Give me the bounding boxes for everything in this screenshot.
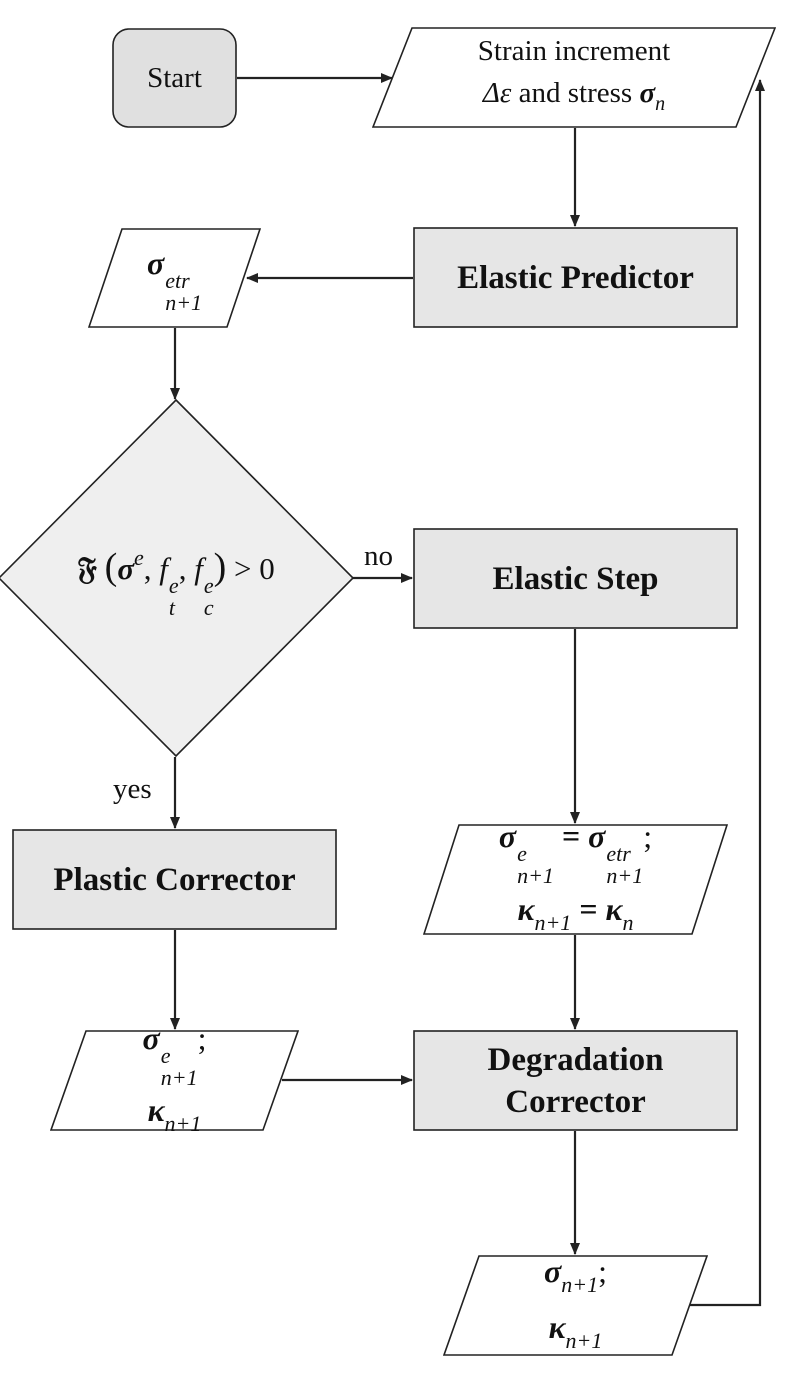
plastic-output-line2: κn+1 <box>147 1091 202 1136</box>
degradation-corrector-line2: Corrector <box>505 1083 646 1120</box>
elastic-predictor-label: Elastic Predictor <box>457 259 694 296</box>
plastic-corrector-label: Plastic Corrector <box>53 861 296 898</box>
edge-loop-back <box>690 79 765 1307</box>
start-node: Start <box>112 28 237 128</box>
elastic-step-label: Elastic Step <box>492 560 659 597</box>
input-node: Strain increment Δε and stress σn <box>372 27 776 128</box>
edge-label-no: no <box>364 540 393 572</box>
elastic-predictor-node: Elastic Predictor <box>413 227 738 328</box>
final-output-line1: σn+1; <box>544 1252 607 1297</box>
degradation-corrector-node: Degradation Corrector <box>413 1030 738 1131</box>
input-line2: Δε and stress σn <box>482 77 666 115</box>
start-label: Start <box>147 62 202 94</box>
final-output-line2: κn+1 <box>548 1308 603 1353</box>
elastic-step-node: Elastic Step <box>413 528 738 629</box>
final-output-node: σn+1; κn+1 <box>443 1253 708 1356</box>
plastic-corrector-node: Plastic Corrector <box>12 829 337 930</box>
degradation-corrector-line1: Degradation <box>487 1041 664 1078</box>
input-line1: Strain increment <box>477 35 671 67</box>
elastic-update-line2: κn+1 = κn <box>517 891 634 935</box>
edge-label-yes: yes <box>113 773 152 805</box>
